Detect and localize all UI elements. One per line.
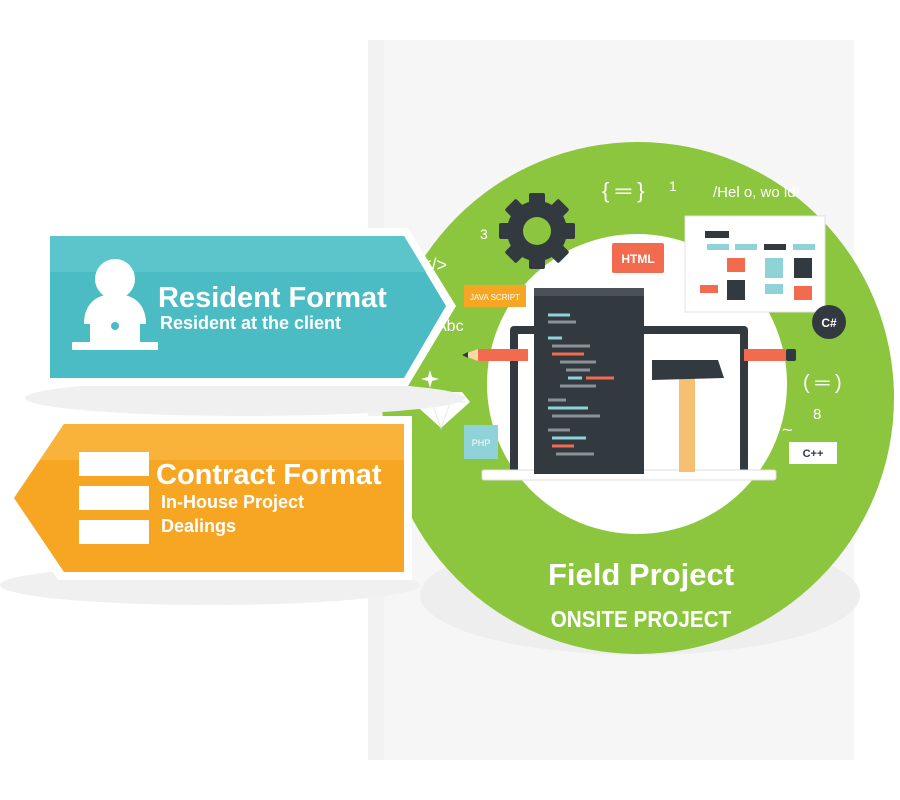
cpp-tag-icon: C++: [789, 442, 837, 464]
contract-format-subtitle-line1: In-House Project: [161, 492, 305, 512]
php-tag-label: PHP: [472, 438, 491, 448]
contract-format-title: Contract Format: [156, 459, 382, 491]
code-editor-panel: [534, 288, 644, 474]
pencil-right-icon: [744, 349, 796, 361]
csharp-badge-icon: C#: [812, 305, 846, 339]
code-paren-decoration: ( ═ ): [803, 372, 842, 394]
javascript-tag-label: JAVA SCRIPT: [470, 293, 520, 302]
number-three-decoration: 3: [480, 226, 488, 242]
html-tag-label: HTML: [621, 252, 654, 266]
field-project-title: Field Project: [547, 557, 735, 592]
flowchart-card-icon: [684, 215, 826, 313]
resident-format-title: Resident Format: [158, 282, 387, 314]
hammer-icon: [652, 360, 724, 472]
pencil-left-icon: [462, 349, 528, 361]
contract-format-subtitle-line2: Dealings: [161, 516, 237, 536]
number-eight-decoration: 8: [813, 406, 822, 423]
resident-format-subtitle: Resident at the client: [160, 313, 342, 333]
tilde-decoration: ~: [782, 420, 793, 440]
cpp-label: C++: [803, 448, 824, 460]
code-brace-decoration: { ═ }: [602, 178, 645, 203]
javascript-tag-icon: JAVA SCRIPT: [464, 285, 526, 307]
csharp-label: C#: [821, 316, 837, 330]
html-tag-icon: HTML: [612, 243, 664, 273]
hello-world-decoration: /Hel o, wo ld!: [713, 184, 800, 201]
php-tag-icon: PHP: [464, 425, 498, 459]
abc-decoration: Abc: [436, 318, 464, 335]
code-tag-decoration: </>: [421, 255, 448, 275]
gear-icon: [499, 193, 575, 269]
field-project-subtitle: ONSITE PROJECT: [550, 606, 732, 632]
resident-arrow-shadow: [25, 380, 465, 416]
number-one-decoration: 1: [669, 178, 677, 194]
user-laptop-icon: [72, 259, 158, 350]
document-list-icon: [79, 452, 149, 544]
